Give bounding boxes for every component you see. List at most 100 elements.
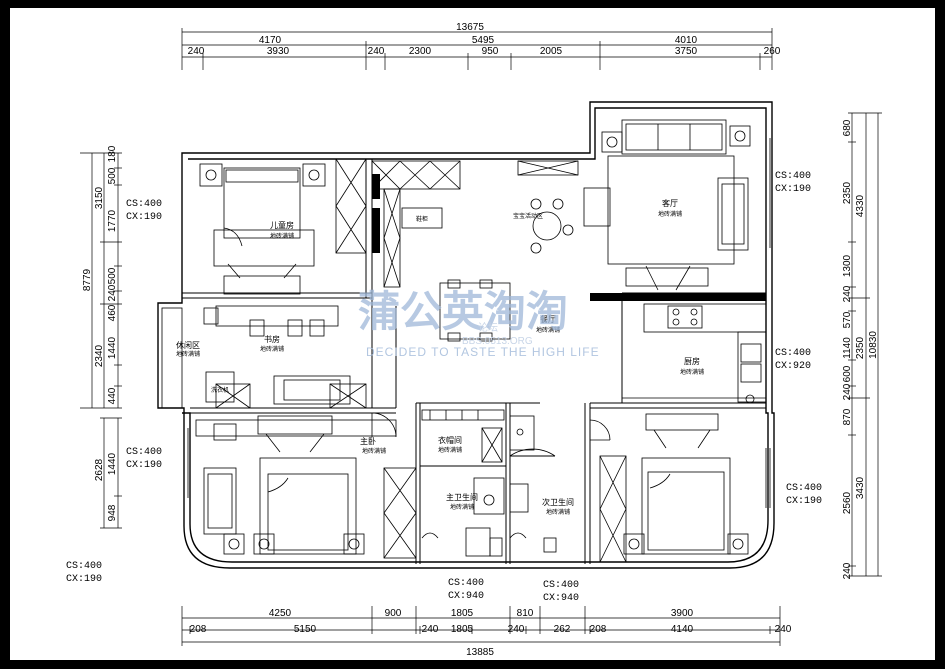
spec-child-cs: CS:400 xyxy=(126,199,162,210)
dim-label: 1440 xyxy=(107,336,118,359)
spec-living-cx: CX:190 xyxy=(775,184,811,195)
room-floor-master-bath: 地砖满铺 xyxy=(450,503,474,511)
dim-label: 240 xyxy=(422,624,439,635)
dim-label: 2005 xyxy=(540,46,563,57)
watermark: 蒲公英淘淘 论坛 DECIDED TO TASTE THE HIGH LIFE … xyxy=(358,287,600,359)
dim-label: 4330 xyxy=(855,194,866,217)
dim-label: 240 xyxy=(368,46,385,57)
floor-plan: 13675 4170 5495 4010 240 3930 240 2300 9… xyxy=(66,22,882,658)
spec-master-bath-cx: CX:940 xyxy=(448,591,484,602)
dim-label: 208 xyxy=(590,624,607,635)
living-room xyxy=(583,119,771,291)
dim-label: 5495 xyxy=(472,35,495,46)
spec-second-bath-cs: CS:400 xyxy=(543,580,579,591)
left-dimensions xyxy=(80,152,122,529)
dim-label: 948 xyxy=(107,504,118,521)
dim-label: 1140 xyxy=(842,337,853,359)
drawing-sheet: 13675 4170 5495 4010 240 3930 240 2300 9… xyxy=(10,8,935,660)
dim-label: 3930 xyxy=(267,46,290,57)
leisure-area xyxy=(161,307,235,409)
spec-bottom-left-cx: CX:190 xyxy=(66,574,102,585)
dim-label: 680 xyxy=(842,119,853,136)
spec-living-cs: CS:400 xyxy=(775,171,811,182)
dim-label: 5150 xyxy=(294,624,317,635)
dim-label: 240 xyxy=(508,624,525,635)
spec-second-bedroom-cs: CS:400 xyxy=(786,483,822,494)
dim-label: 3900 xyxy=(671,608,694,619)
outer-walls xyxy=(157,101,775,569)
dim-label: 240 xyxy=(842,383,853,400)
dim-label: 1440 xyxy=(107,452,118,475)
room-floor-second-bath: 地砖满铺 xyxy=(546,508,570,516)
master-bedroom xyxy=(183,415,417,559)
dim-label: 2628 xyxy=(94,458,105,481)
bottom-dim-labels: 4250 900 1805 810 3900 208 5150 240 1805… xyxy=(190,608,792,658)
spec-master-cs: CS:400 xyxy=(126,447,162,458)
shoe-cabinet-label: 鞋柜 xyxy=(416,215,428,223)
dim-label: 3750 xyxy=(675,46,698,57)
room-name-living: 客厅 xyxy=(662,198,678,208)
dim-label: 870 xyxy=(842,408,853,425)
room-name-study: 书房 xyxy=(264,334,280,344)
room-name-closet: 衣帽间 xyxy=(438,435,462,445)
window-specs: CS:400 CX:190 CS:400 CX:190 CS:400 CX:92… xyxy=(66,171,822,604)
spec-master-bath-cs: CS:400 xyxy=(448,578,484,589)
room-floor-kitchen: 地砖满铺 xyxy=(680,368,704,376)
dim-label: 2350 xyxy=(855,336,866,359)
dim-label: 240 xyxy=(107,284,118,301)
room-name-master-bath: 主卫生间 xyxy=(446,492,478,502)
kitchen-wall-black xyxy=(590,293,766,301)
spec-child-cx: CX:190 xyxy=(126,212,162,223)
room-name-leisure: 休闲区 xyxy=(176,340,200,350)
room-floor-dining: 地砖满铺 xyxy=(536,326,560,334)
dim-label: 240 xyxy=(775,624,792,635)
dim-label: 1805 xyxy=(451,608,474,619)
dim-label: 2340 xyxy=(94,344,105,367)
second-bedroom xyxy=(599,413,771,563)
watermark-forum: 论坛 xyxy=(478,321,498,334)
room-name-dining: 餐厅 xyxy=(540,315,556,324)
spec-bottom-left-cs: CS:400 xyxy=(66,561,102,572)
wall-pier xyxy=(372,208,380,253)
kitchen xyxy=(622,303,767,404)
wall-pier xyxy=(372,174,380,199)
dim-label: 2300 xyxy=(409,46,432,57)
dim-label: 3430 xyxy=(855,476,866,499)
dim-label: 240 xyxy=(188,46,205,57)
dim-label: 460 xyxy=(107,304,118,321)
doors xyxy=(371,412,611,457)
right-dim-labels: 10830 4330 2350 3430 680 2350 1300 240 5… xyxy=(842,119,879,579)
spec-second-bedroom-cx: CX:190 xyxy=(786,496,822,507)
room-floor-living: 地砖满铺 xyxy=(658,210,682,218)
dim-label: 600 xyxy=(842,365,853,382)
top-dimensions xyxy=(181,28,773,70)
dim-label: 1770 xyxy=(107,209,118,232)
room-floor-master: 地砖满铺 xyxy=(362,447,386,455)
room-floor-closet: 地砖满铺 xyxy=(438,446,462,454)
study-room xyxy=(215,305,367,409)
second-bath xyxy=(509,415,557,553)
room-name-child: 儿童房 xyxy=(270,220,294,230)
room-name-second-bath: 次卫生间 xyxy=(542,497,574,507)
dim-label: 950 xyxy=(482,46,499,57)
dim-label: 900 xyxy=(385,608,402,619)
dim-label: 500 xyxy=(107,267,118,284)
right-dimensions xyxy=(848,112,882,577)
dim-label: 1300 xyxy=(842,254,853,277)
room-floor-child: 地砖满铺 xyxy=(270,232,294,240)
dim-label: 810 xyxy=(517,608,534,619)
dim-right-total: 10830 xyxy=(868,331,879,359)
dim-label: 1805 xyxy=(451,624,474,635)
spec-master-cx: CX:190 xyxy=(126,460,162,471)
dim-left-total: 8779 xyxy=(82,268,93,291)
watermark-url: BBS.0513.ORG xyxy=(462,336,533,347)
dim-label: 260 xyxy=(764,46,781,57)
dim-label: 570 xyxy=(842,311,853,328)
watermark-slogan: DECIDED TO TASTE THE HIGH LIFE xyxy=(366,345,600,359)
closet xyxy=(421,409,505,463)
master-bath xyxy=(421,477,505,557)
room-name-master: 主卧 xyxy=(360,436,376,446)
dim-label: 2350 xyxy=(842,181,853,204)
washer-label: 洗衣机 xyxy=(211,386,229,394)
dining-area xyxy=(371,160,579,342)
